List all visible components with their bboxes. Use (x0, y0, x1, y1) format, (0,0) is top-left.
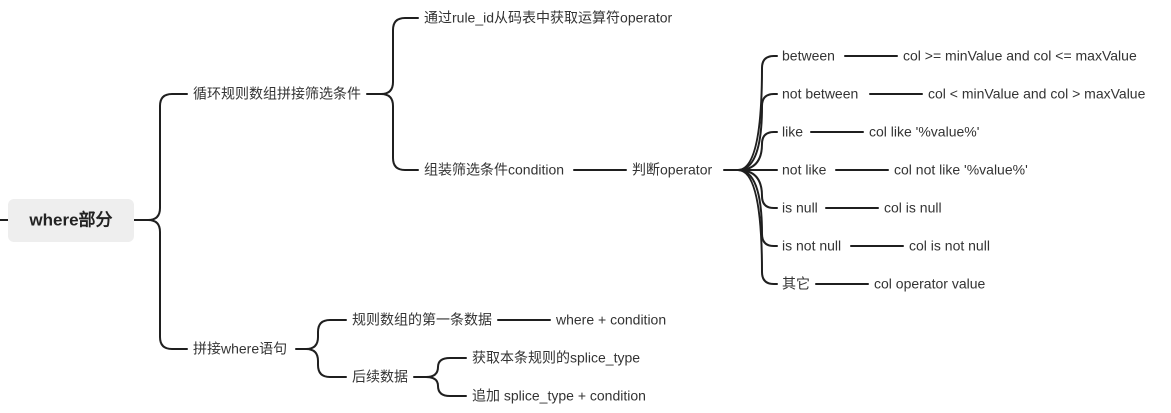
edge-rest-to-append (425, 376, 467, 397)
edge-root-to-loop (133, 93, 188, 221)
assemble-condition-label[interactable]: 组装筛选条件condition (424, 162, 564, 178)
edge-judge-to-between (737, 55, 778, 171)
case-op-label[interactable]: like (782, 124, 803, 140)
edge-root-to-where (147, 219, 188, 350)
rest-records-label[interactable]: 后续数据 (352, 369, 408, 385)
root-label: where部分 (28, 209, 112, 229)
case-expr-label[interactable]: col not like '%value%' (894, 162, 1028, 178)
edge-where-to-first (305, 319, 347, 350)
root-node[interactable]: where部分 (8, 199, 134, 242)
case-expr-label[interactable]: col is not null (909, 238, 990, 254)
splice-type-label[interactable]: 获取本条规则的splice_type (472, 350, 640, 366)
case-op-label[interactable]: not like (782, 162, 827, 178)
append-label[interactable]: 追加 splice_type + condition (472, 388, 646, 404)
case-expr-label[interactable]: col like '%value%' (869, 124, 979, 140)
branch-loop-label[interactable]: 循环规则数组拼接筛选条件 (193, 86, 361, 102)
get-operator-label[interactable]: 通过rule_id从码表中获取运算符operator (424, 10, 673, 26)
edge-rest-to-splice-type (425, 357, 467, 378)
edge-loop-to-assemble (380, 93, 419, 171)
edge-judge-to-is-not-null (737, 169, 778, 247)
edge-judge-to-other (737, 169, 778, 285)
case-op-label[interactable]: between (782, 48, 835, 64)
edge-judge-to-like (737, 131, 778, 171)
first-record-label[interactable]: 规则数组的第一条数据 (352, 312, 492, 328)
edge-loop-to-get-operator (380, 17, 419, 95)
edge-judge-to-not-between (737, 93, 778, 171)
case-op-label[interactable]: is not null (782, 238, 841, 254)
branch-where-label[interactable]: 拼接where语句 (193, 341, 287, 357)
edge-judge-to-is-null (737, 169, 778, 209)
case-op-label[interactable]: is null (782, 200, 818, 216)
connectors (0, 17, 923, 397)
case-op-label[interactable]: 其它 (782, 276, 810, 292)
case-expr-label[interactable]: col >= minValue and col <= maxValue (903, 48, 1137, 64)
judge-operator-label[interactable]: 判断operator (632, 162, 712, 178)
case-expr-label[interactable]: col < minValue and col > maxValue (928, 86, 1146, 102)
case-expr-label[interactable]: col is null (884, 200, 942, 216)
first-result-label[interactable]: where + condition (555, 312, 666, 328)
case-op-label[interactable]: not between (782, 86, 858, 102)
edge-where-to-rest (305, 348, 347, 378)
root-node-box (8, 199, 134, 242)
case-expr-label[interactable]: col operator value (874, 276, 986, 292)
